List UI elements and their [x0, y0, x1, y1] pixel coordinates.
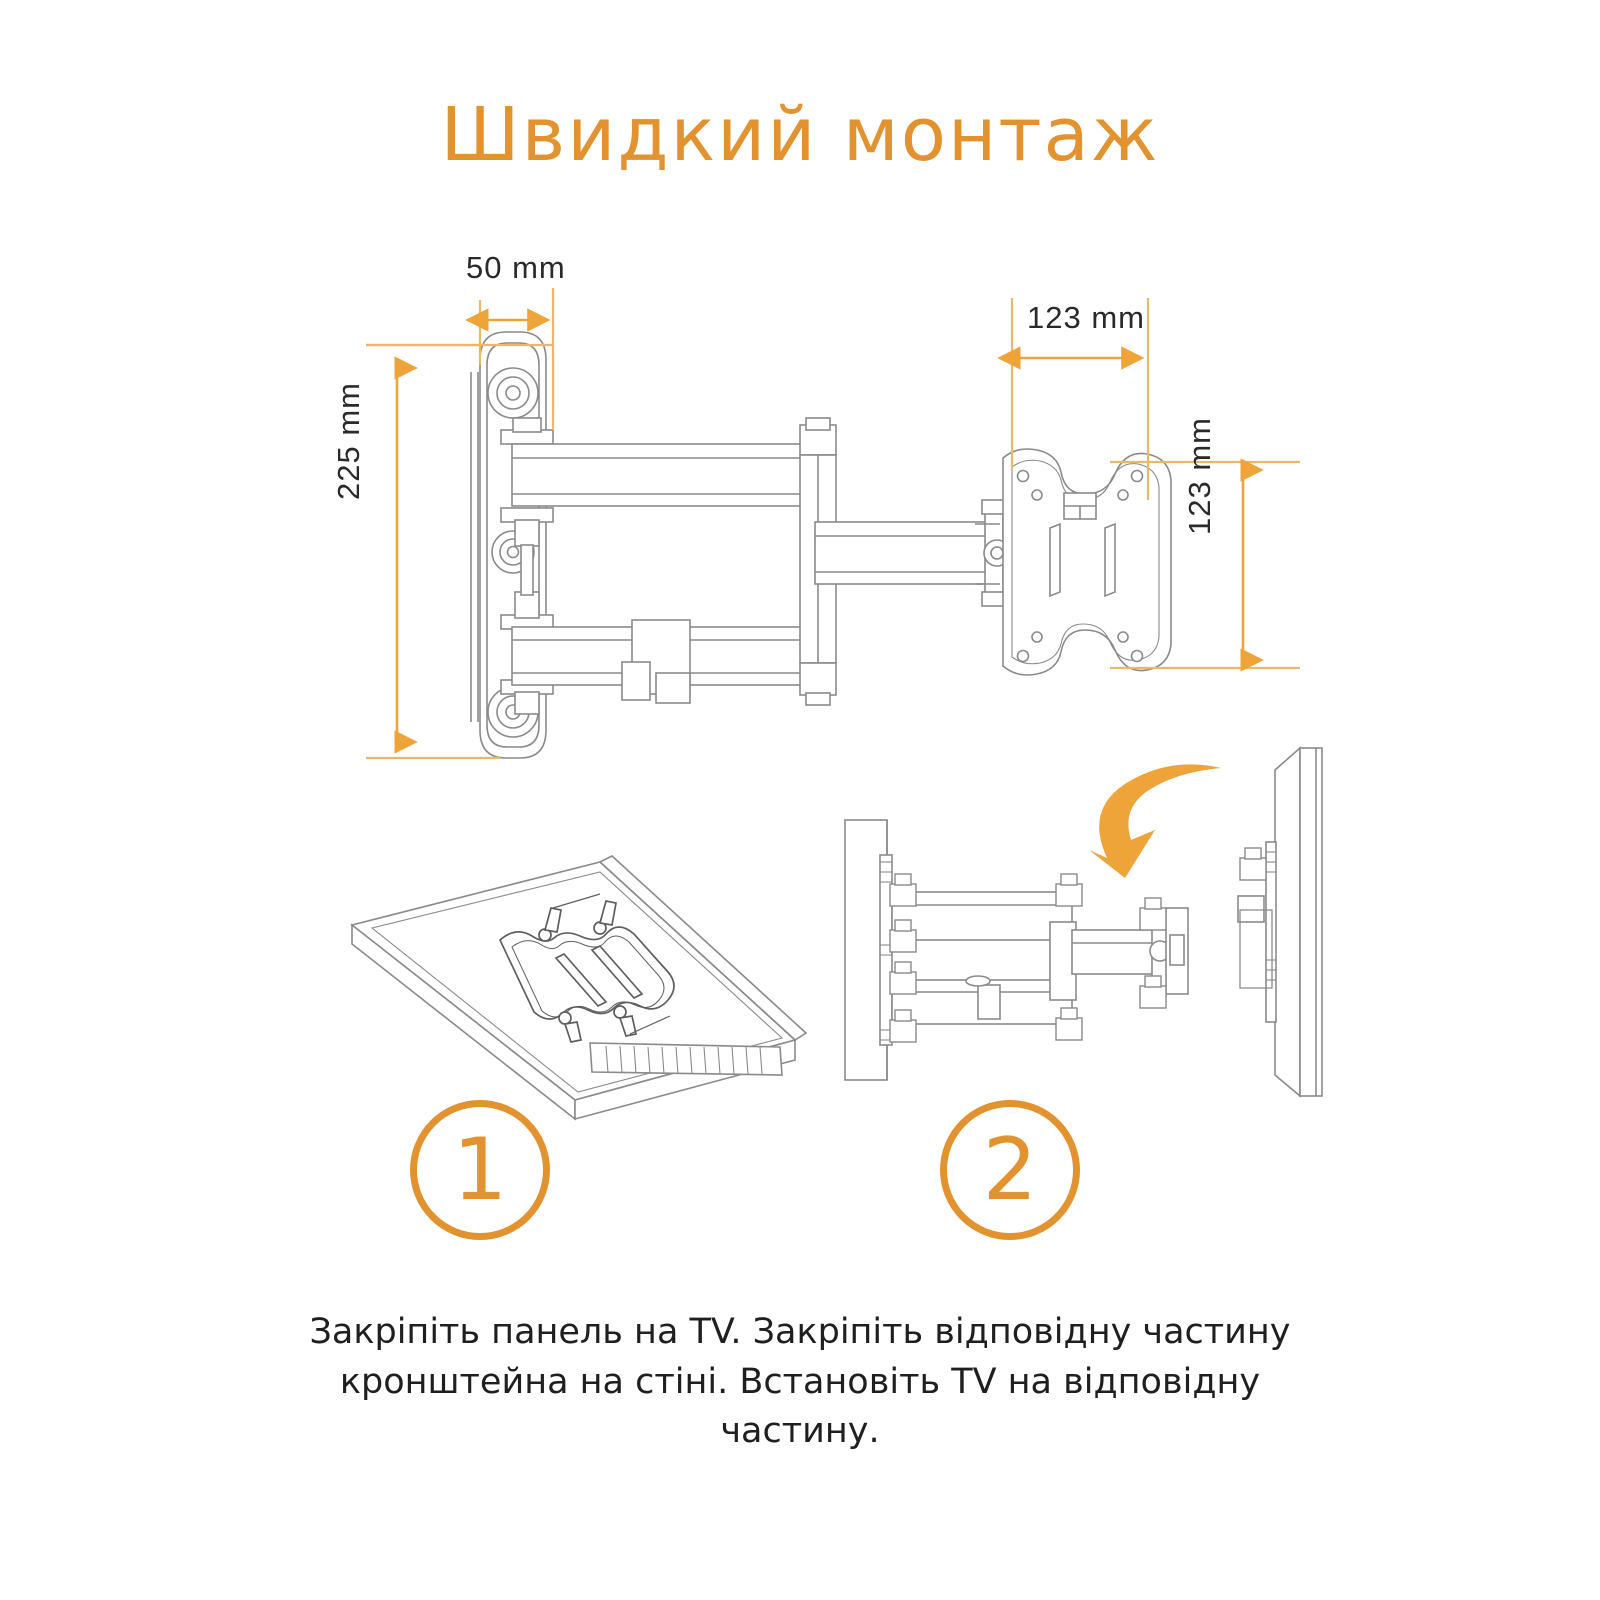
page-title: Швидкий монтаж	[440, 92, 1160, 178]
vesa-dimension-lines	[1010, 298, 1300, 670]
dimension-label-height: 225 mm	[331, 382, 366, 500]
dimension-label-vesa-width: 123 mm	[1027, 300, 1145, 335]
dimension-label-depth: 50 mm	[466, 250, 566, 285]
main-mount-drawing	[470, 331, 1011, 759]
step1-illustration	[350, 855, 808, 1121]
step-badge-2: 2	[940, 1100, 1080, 1240]
step2-illustration	[844, 746, 1323, 1098]
dimension-label-vesa-height: 123 mm	[1182, 417, 1217, 535]
dimension-lines	[366, 288, 555, 760]
instruction-caption: Закріпіть панель на TV. Закріпіть відпов…	[309, 1312, 1291, 1452]
dimension-arrows	[394, 308, 551, 754]
rotation-arrow-icon	[1089, 764, 1221, 878]
vesa-plate-drawing	[1002, 448, 1172, 676]
step-badge-1: 1	[410, 1100, 550, 1240]
